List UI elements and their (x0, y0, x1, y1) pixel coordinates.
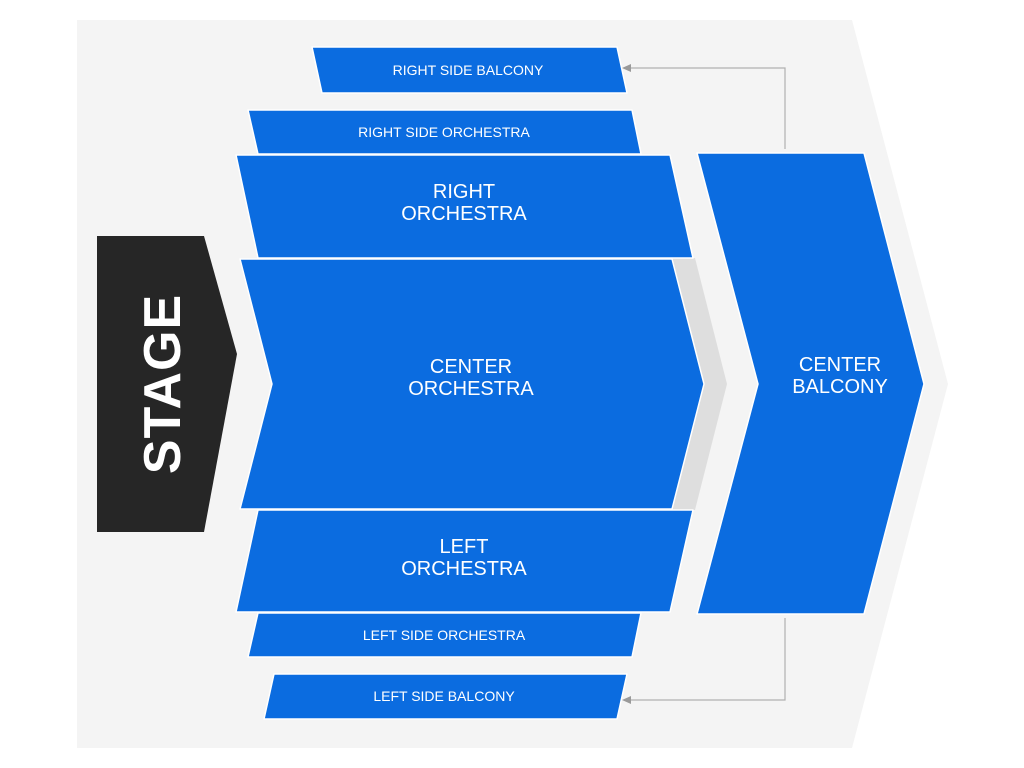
section-right-side-balcony-shape[interactable] (311, 46, 628, 94)
connector-to-right-side-balcony (622, 64, 786, 149)
section-right-orchestra[interactable]: RIGHT ORCHESTRA (235, 154, 694, 259)
section-center-orchestra-shape[interactable] (239, 258, 705, 510)
section-right-side-orchestra-shape[interactable] (247, 109, 642, 155)
section-left-side-orchestra[interactable]: LEFT SIDE ORCHESTRA (247, 612, 642, 658)
section-left-side-orchestra-shape[interactable] (247, 612, 642, 658)
stage: STAGE (97, 236, 237, 532)
section-left-orchestra[interactable]: LEFT ORCHESTRA (235, 509, 694, 613)
section-left-side-balcony-shape[interactable] (263, 673, 628, 720)
section-center-balcony-shape[interactable] (696, 152, 925, 615)
section-left-side-balcony[interactable]: LEFT SIDE BALCONY (263, 673, 628, 720)
section-right-side-balcony[interactable]: RIGHT SIDE BALCONY (311, 46, 628, 94)
stage-shape (97, 236, 237, 532)
section-right-side-orchestra[interactable]: RIGHT SIDE ORCHESTRA (247, 109, 642, 155)
connector-to-left-side-balcony (622, 618, 786, 704)
arrow-left-icon (622, 696, 631, 704)
stage-label: STAGE (134, 294, 192, 474)
section-center-orchestra[interactable]: CENTER ORCHESTRA (239, 258, 705, 510)
section-right-orchestra-shape[interactable] (235, 154, 694, 259)
arrow-left-icon (622, 64, 631, 72)
section-left-orchestra-shape[interactable] (235, 509, 694, 613)
